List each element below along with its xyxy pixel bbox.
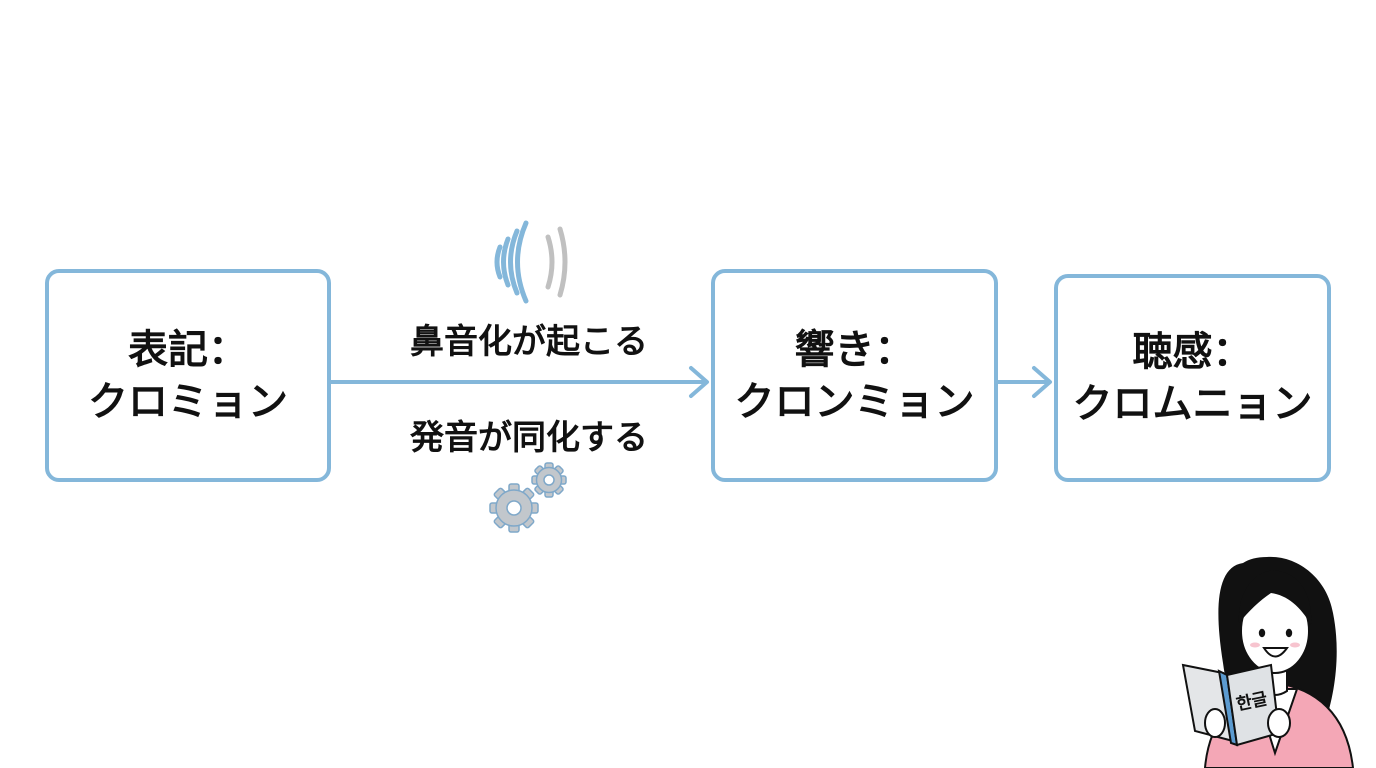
woman-reading-illustration: 한글 bbox=[1181, 556, 1355, 768]
box-notation-value: クロミョン bbox=[88, 378, 288, 425]
sound-wave-icon bbox=[494, 220, 568, 304]
box-hearing: 聴感： クロムニョン bbox=[1054, 274, 1331, 482]
box-hearing-value: クロムニョン bbox=[1072, 381, 1313, 427]
arrow-label-nasalization: 鼻音化が起こる bbox=[410, 322, 648, 362]
box-sound: 響き： クロンミョン bbox=[711, 269, 998, 482]
gears-icon bbox=[489, 462, 567, 533]
box-notation-title: 表記： bbox=[128, 326, 248, 373]
box-hearing-title: 聴感： bbox=[1132, 329, 1253, 375]
box-sound-title: 響き： bbox=[794, 326, 915, 373]
box-sound-value: クロンミョン bbox=[734, 378, 975, 425]
box-notation: 表記： クロミョン bbox=[45, 269, 331, 482]
arrow-label-assimilation: 発音が同化する bbox=[410, 418, 648, 458]
